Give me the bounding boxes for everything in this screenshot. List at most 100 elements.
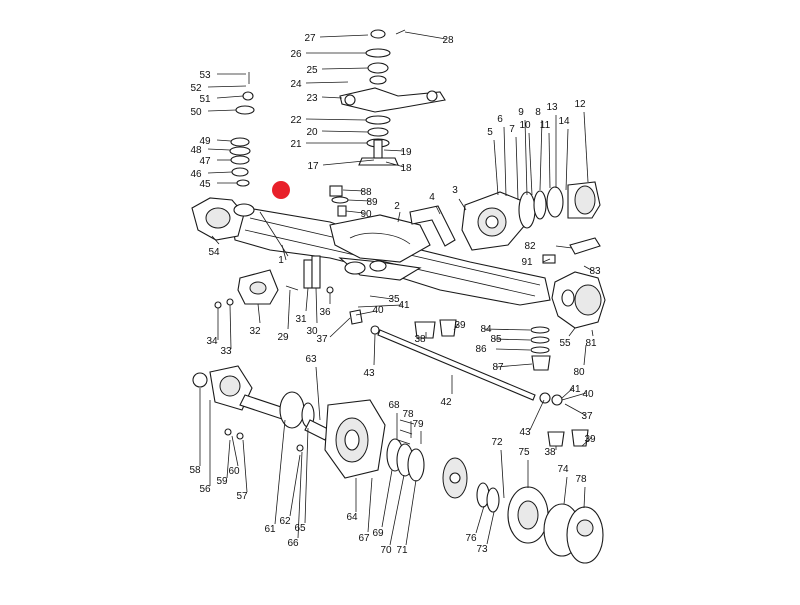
part-label-90: 90 (360, 209, 372, 220)
leader-line (342, 189, 365, 192)
part-label-13: 13 (546, 102, 558, 113)
part-label-12: 12 (574, 99, 586, 110)
part-label-67: 67 (358, 533, 370, 544)
ball-joints-right (547, 394, 589, 447)
leader-line (305, 118, 367, 121)
leader-line (357, 304, 403, 308)
leader-line (581, 436, 593, 447)
part-label-47: 47 (199, 156, 211, 167)
part-label-8: 8 (535, 107, 541, 118)
part-label-53: 53 (199, 70, 211, 81)
tie-rod (349, 309, 551, 404)
leader-line (207, 109, 237, 112)
leader-line (500, 449, 505, 499)
part-label-71: 71 (396, 545, 408, 556)
leader-line (528, 132, 533, 196)
leader-line (315, 366, 321, 421)
part-label-73: 73 (476, 544, 488, 555)
part-label-24: 24 (290, 79, 302, 90)
part-label-57: 57 (236, 491, 248, 502)
bracket-4 (409, 205, 456, 247)
leader-line (369, 295, 393, 300)
part-label-40: 40 (372, 305, 384, 316)
part-label-31: 31 (295, 314, 307, 325)
part-label-58: 58 (189, 465, 201, 476)
part-label-66: 66 (287, 538, 299, 549)
part-label-84: 84 (480, 324, 492, 335)
part-label-23: 23 (306, 93, 318, 104)
leader-line (257, 303, 261, 324)
part-label-7: 7 (509, 124, 515, 135)
leader-line (565, 128, 569, 191)
leader-line (524, 119, 528, 196)
leader-line (231, 435, 239, 467)
ball-joints-mid (414, 319, 551, 371)
highlight-marker-dot (272, 181, 290, 199)
leader-line (563, 476, 568, 505)
leader-line (583, 111, 589, 183)
part-label-59: 59 (216, 476, 228, 487)
leader-line (345, 210, 365, 214)
part-label-27: 27 (304, 33, 316, 44)
part-label-26: 26 (290, 49, 302, 60)
kingpin-stack-left (229, 72, 255, 187)
part-label-49: 49 (199, 136, 211, 147)
leader-line (561, 387, 574, 399)
part-label-87: 87 (492, 362, 504, 373)
part-label-70: 70 (380, 545, 392, 556)
leader-line (319, 34, 369, 38)
part-label-39: 39 (454, 320, 466, 331)
leader-line (475, 505, 485, 534)
steering-arm-stack (339, 29, 446, 166)
part-label-1: 1 (278, 255, 284, 266)
part-label-50: 50 (190, 107, 202, 118)
leader-line (287, 289, 291, 330)
leader-line (211, 235, 220, 245)
leader-line (568, 327, 576, 337)
leader-line (493, 139, 499, 196)
leader-line (583, 486, 586, 509)
leader-line (515, 136, 519, 201)
part-label-38: 38 (544, 447, 556, 458)
leader-line (548, 132, 551, 189)
part-label-25: 25 (306, 65, 318, 76)
part-label-33: 33 (220, 346, 232, 357)
leader-line (367, 477, 373, 533)
leader-line (355, 310, 377, 316)
leader-line (381, 469, 393, 528)
leader-line (242, 439, 248, 493)
part-label-74: 74 (557, 464, 569, 475)
leader-line (539, 119, 543, 191)
leader-line (321, 67, 369, 70)
part-label-64: 64 (346, 512, 358, 523)
part-label-39: 39 (584, 434, 596, 445)
leader-line (207, 148, 231, 151)
part-label-89: 89 (366, 197, 378, 208)
part-label-43: 43 (363, 368, 375, 379)
part-label-63: 63 (305, 354, 317, 365)
part-label-10: 10 (519, 120, 531, 131)
axle-housing (229, 204, 551, 306)
plate-82 (569, 237, 601, 255)
axle-shaft-assembly (192, 365, 604, 564)
part-label-76: 76 (465, 533, 477, 544)
part-label-79: 79 (412, 419, 424, 430)
part-label-2: 2 (394, 201, 400, 212)
bracket-32 (214, 255, 334, 309)
part-label-32: 32 (249, 326, 261, 337)
part-label-17: 17 (307, 161, 319, 172)
leader-line (281, 244, 287, 261)
right-knuckle (551, 271, 606, 329)
part-label-6: 6 (497, 114, 503, 125)
leader-line (486, 511, 495, 545)
leader-line (385, 161, 405, 168)
part-label-75: 75 (518, 447, 530, 458)
part-label-34: 34 (206, 336, 218, 347)
part-label-69: 69 (372, 528, 384, 539)
part-label-3: 3 (452, 185, 458, 196)
leader-line (383, 149, 405, 152)
leader-line (542, 258, 551, 263)
